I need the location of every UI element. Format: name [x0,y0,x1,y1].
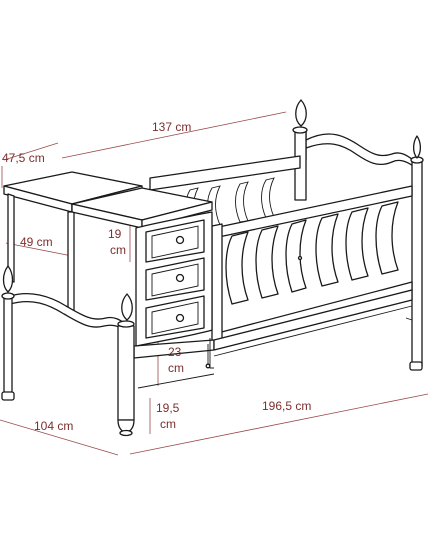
dim-line-width-top [61,111,287,159]
slat [315,213,339,287]
dimension-labels: 47,5 cm 137 cm 49 cm 19 cm 23 cm 19,5 cm… [2,120,311,433]
slat [375,201,399,275]
label-rail-height-value: 23 [168,345,182,359]
front-footboard [1,265,135,437]
label-width-top: 137 cm [152,120,191,134]
back-center-post [292,99,308,201]
label-floor-gap-unit: cm [160,417,176,431]
finial-icon [2,265,14,293]
drawer-knob-icon [175,273,185,283]
slat [225,231,249,305]
label-drawer-height-value: 19 [108,227,122,241]
drawer-top [145,219,205,263]
dresser-cabinet [3,171,213,347]
dim-line-cabinet-depth [5,242,73,257]
base-frame [133,289,413,389]
slat [255,225,279,299]
dim-line-depth-bottom [0,419,119,456]
label-rail-height-unit: cm [168,361,184,375]
slat [285,219,307,293]
finial-icon [412,135,422,159]
drawer-knob-icon [175,313,185,323]
finial-icon [295,99,307,127]
drop-cord [205,344,211,369]
label-length-bottom: 196,5 cm [262,399,311,413]
dim-line-length-bottom [129,393,429,455]
finial-icon [121,293,133,321]
dim-line-depth-top [3,142,59,161]
drawer-middle [145,257,205,301]
drawer-knob-icon [175,235,185,245]
crib-drawing [1,99,424,437]
label-depth-bottom: 104 cm [34,419,73,433]
label-cabinet-depth: 49 cm [20,235,53,249]
label-floor-gap-value: 19,5 [156,401,180,415]
label-depth-top: 47,5 cm [2,151,45,165]
label-drawer-height-unit: cm [110,243,126,257]
slat [345,207,369,281]
drawer-bottom [145,295,205,339]
